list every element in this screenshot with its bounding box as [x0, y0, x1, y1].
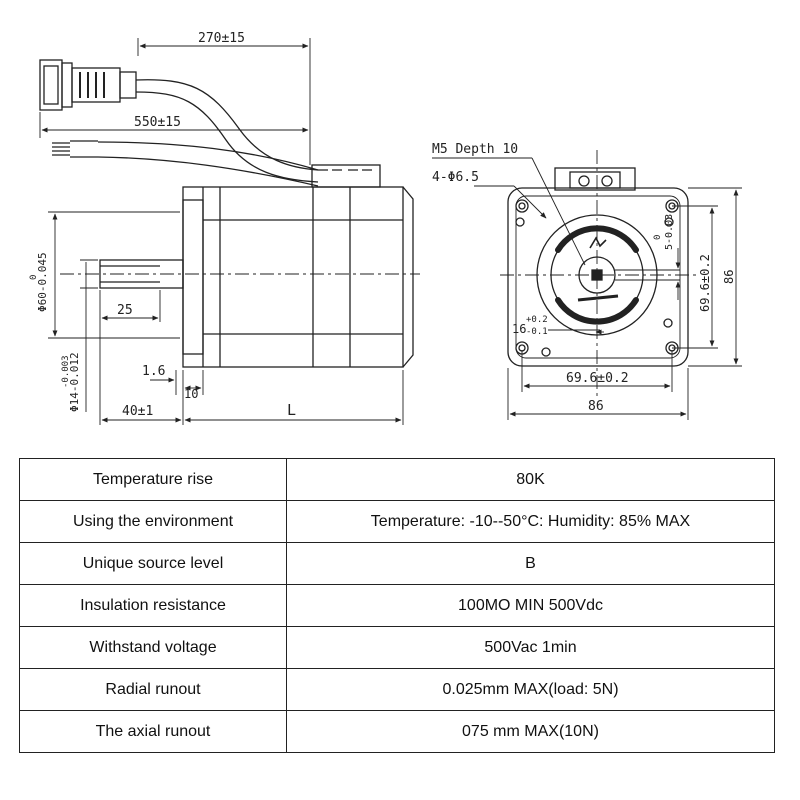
- dim-cable-b: 550±15: [134, 115, 181, 130]
- dim-shaft-dia: Φ14-0.012: [68, 352, 81, 412]
- spec-label: Withstand voltage: [19, 626, 287, 669]
- spec-label: Using the environment: [19, 500, 287, 543]
- dim-mount-holes: 4-Φ6.5: [432, 170, 479, 185]
- spec-label: Radial runout: [19, 668, 287, 711]
- dim-square-v: 86: [722, 270, 736, 284]
- dim-shaft-flat-upper: +0.2: [526, 315, 548, 325]
- dim-shaft-dia-upper: -0.003: [61, 355, 71, 388]
- table-row: Unique source level B: [19, 542, 775, 585]
- shaft: [99, 259, 184, 289]
- spec-label: The axial runout: [19, 710, 287, 753]
- table-row: Insulation resistance 100MO MIN 500Vdc: [19, 584, 775, 627]
- spec-label: Temperature rise: [19, 458, 287, 501]
- front-connector: [554, 167, 636, 191]
- table-row: Using the environment Temperature: -10--…: [19, 500, 775, 543]
- dim-key-height-upper: 0: [653, 235, 663, 240]
- power-cable: [52, 140, 319, 187]
- dim-key-length: 25: [117, 303, 133, 318]
- spec-value: 100MO MIN 500Vdc: [286, 584, 775, 627]
- front-view: [500, 150, 700, 400]
- encoder-cable: [135, 79, 319, 183]
- table-row: The axial runout 075 mm MAX(10N): [19, 710, 775, 753]
- dim-body-len: L: [287, 401, 296, 419]
- side-view: [39, 59, 420, 368]
- dim-flange-thick: 1.6: [142, 364, 165, 379]
- dim-shaft-flat: 16: [512, 322, 526, 336]
- dim-square-h: 86: [588, 399, 604, 414]
- dim-cable-a: 270±15: [198, 31, 245, 46]
- spec-value: B: [286, 542, 775, 585]
- dim-flange-dia-upper: 0: [29, 275, 39, 280]
- spec-label: Unique source level: [19, 542, 287, 585]
- table-row: Temperature rise 80K: [19, 458, 775, 501]
- motor-body: [182, 186, 404, 368]
- spec-value: 0.025mm MAX(load: 5N): [286, 668, 775, 711]
- dim-key-height: 5-0.03: [664, 214, 675, 250]
- dim-tapped-hole: M5 Depth 10: [432, 142, 518, 157]
- spec-value: 500Vac 1min: [286, 626, 775, 669]
- spec-value: 075 mm MAX(10N): [286, 710, 775, 753]
- connector-block: [311, 164, 381, 188]
- dim-hole-pitch-h: 69.6±0.2: [566, 371, 629, 386]
- dim-shaft-len: 40±1: [122, 404, 153, 419]
- dim-flange-dia: Φ60-0.045: [36, 252, 49, 312]
- spec-value: 80K: [286, 458, 775, 501]
- dim-shaft-flat-lower: -0.1: [526, 327, 548, 337]
- table-row: Radial runout 0.025mm MAX(load: 5N): [19, 668, 775, 711]
- table-row: Withstand voltage 500Vac 1min: [19, 626, 775, 669]
- dim-hole-pitch-v: 69.6±0.2: [698, 254, 712, 312]
- spec-value: Temperature: -10--50°C: Humidity: 85% MA…: [286, 500, 775, 543]
- spec-table: Temperature rise 80K Using the environme…: [19, 458, 775, 753]
- spec-label: Insulation resistance: [19, 584, 287, 627]
- db9-connector: [39, 59, 137, 111]
- dim-spigot: 10: [184, 387, 198, 401]
- motor-technical-drawing: 270±15 550±15 Φ60-0.045 0 Φ14-0.012 -0.0…: [29, 31, 742, 425]
- flange-square: [507, 187, 689, 367]
